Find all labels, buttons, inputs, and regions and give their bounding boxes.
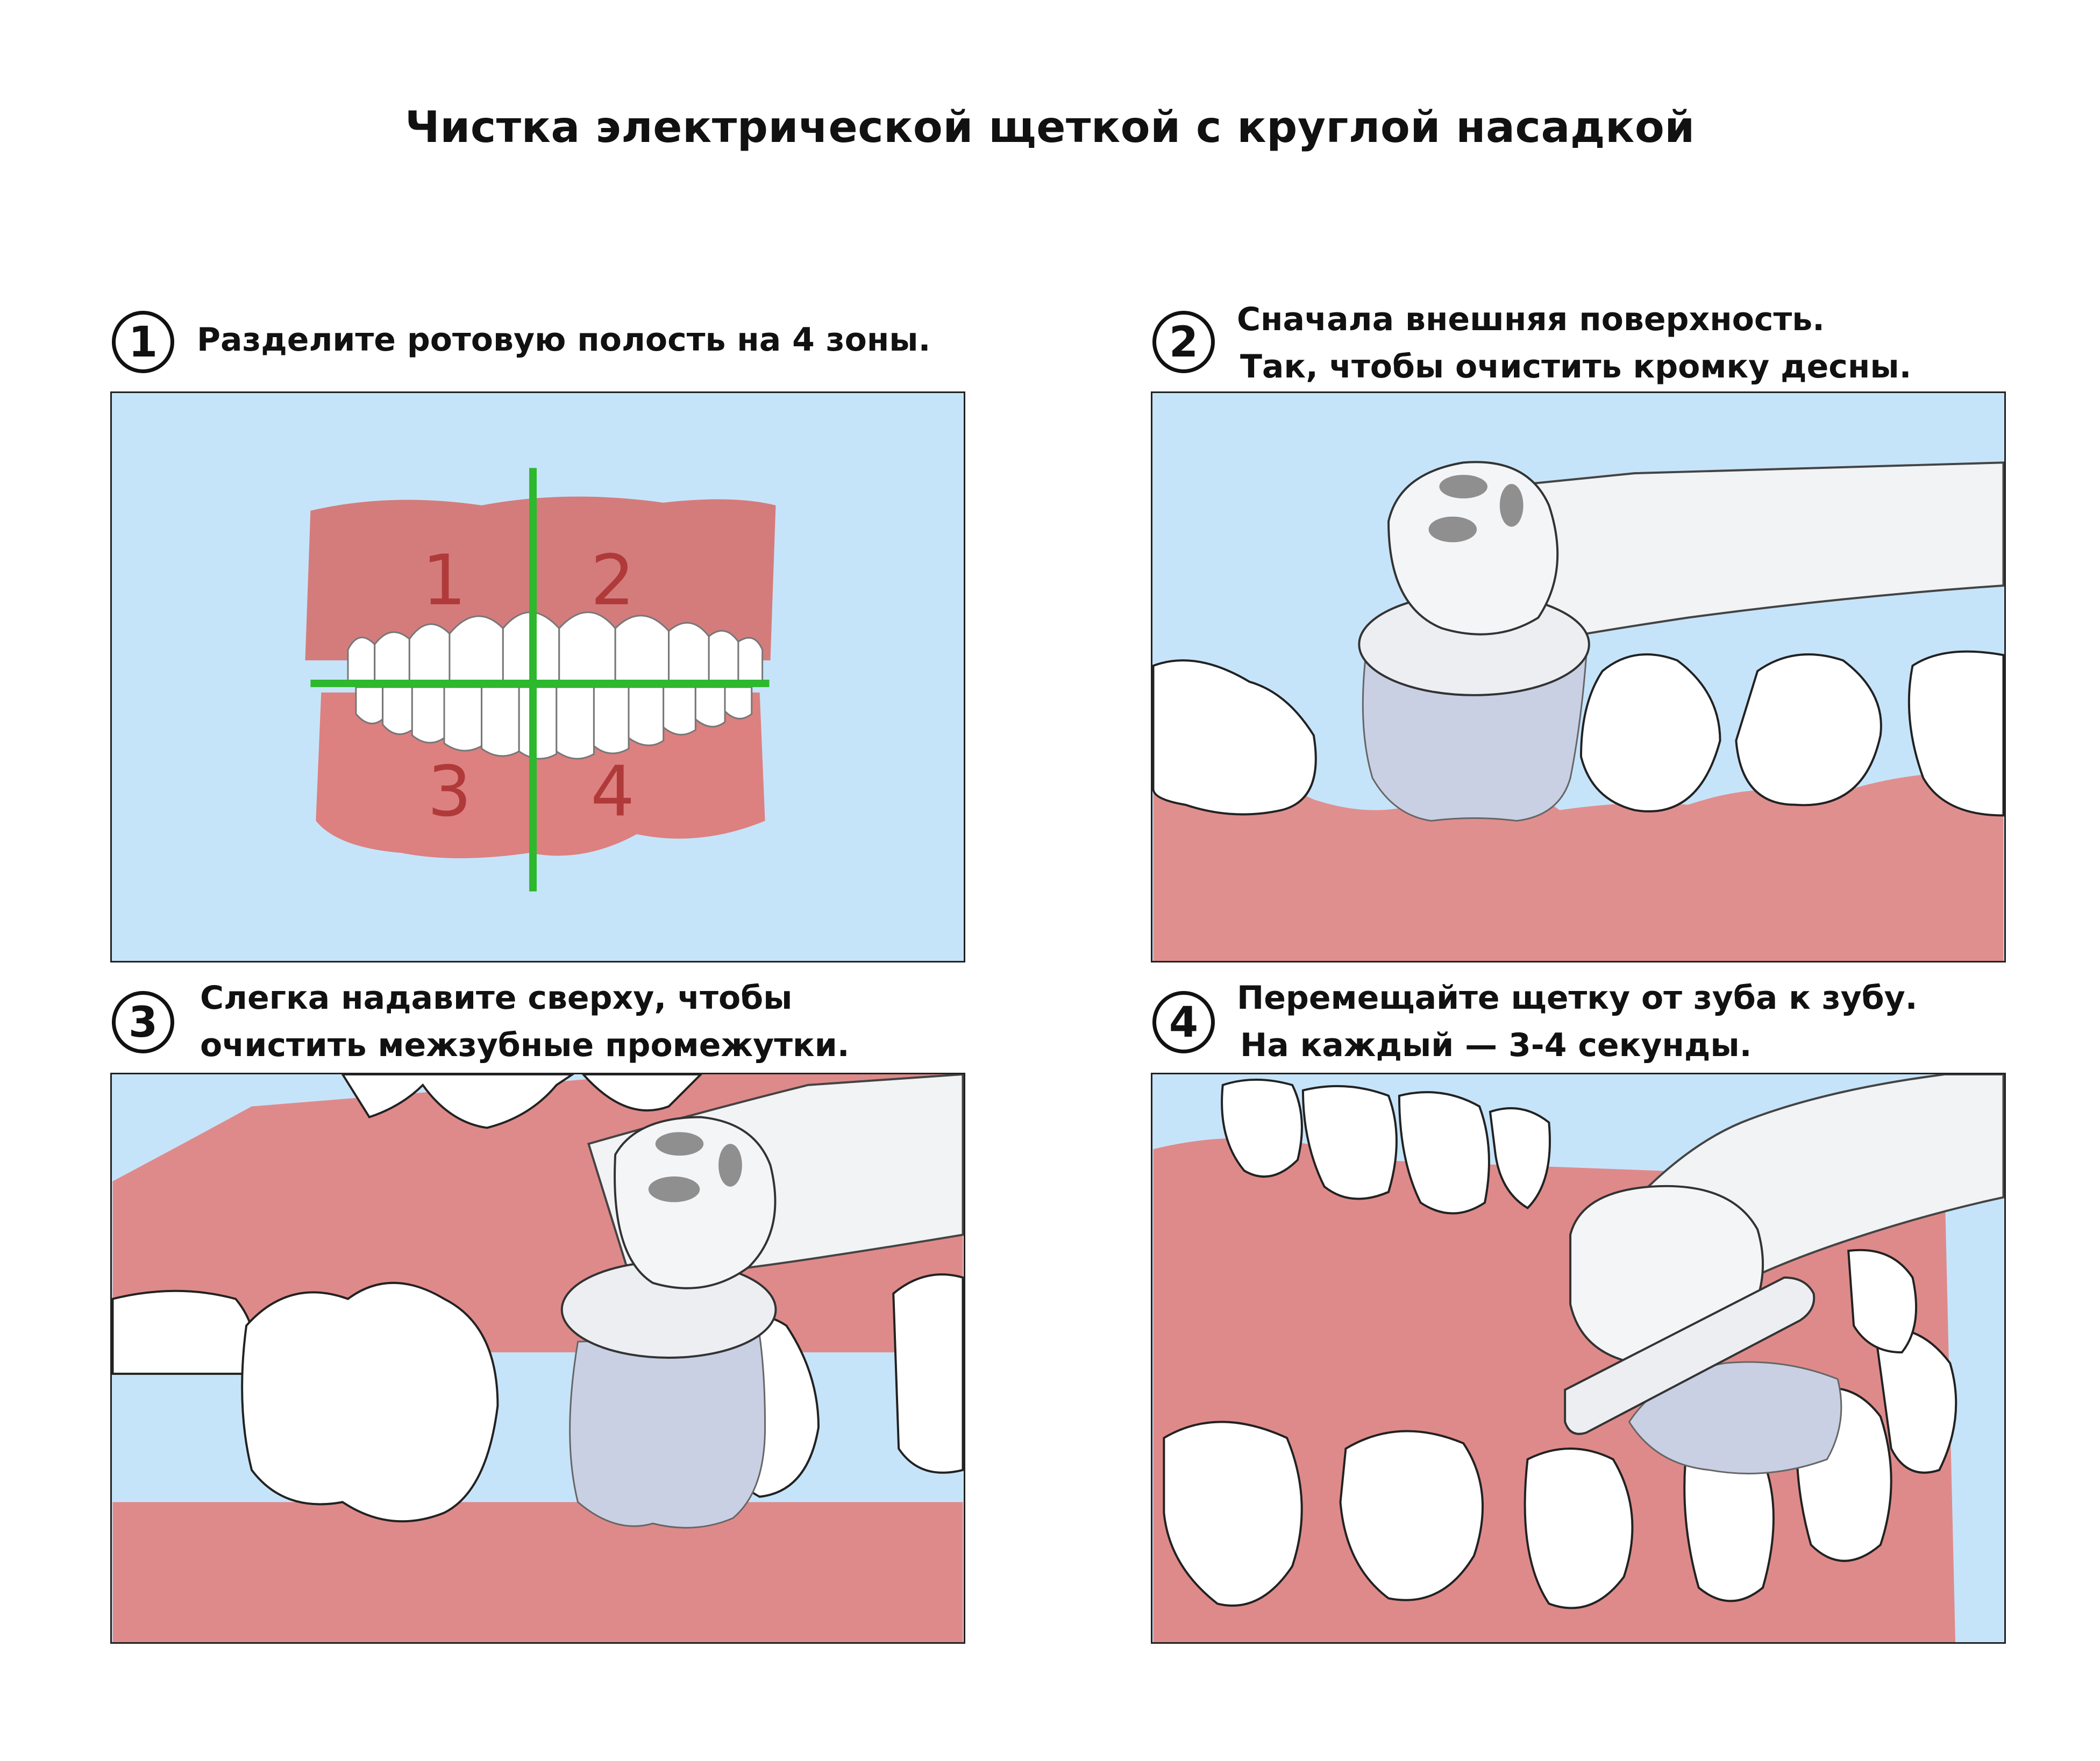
step-1-number: 1 [112,311,174,373]
step-3-number: 3 [112,991,174,1053]
tooth-to-tooth-illustration [1153,1074,2004,1642]
panel-4-tooth-to-tooth [1151,1073,2006,1644]
step-2-line-2: Так, чтобы очистить кромку десны. [1240,348,1912,386]
mouth-zones-illustration: 1 2 3 4 [305,468,776,892]
upper-teeth [347,611,764,696]
step-4-line-1: Перемещайте щетку от зуба к зубу. [1237,979,1918,1017]
step-4-number: 4 [1152,991,1215,1053]
panel-3-interdental [110,1073,965,1644]
zone-4-label: 4 [590,752,635,832]
step-2-text: Сначала внешняя поверхность. Так, чтобы … [1237,296,1911,390]
step-3-line-1: Слегка надавите сверху, чтобы [200,979,793,1017]
step-2-line-1: Сначала внешняя поверхность. [1237,301,1825,338]
zone-2-label: 2 [590,540,635,621]
brush-head-ring [1564,1276,1816,1435]
upper-gum [305,496,776,661]
step-1-text: Разделите ротовую полость на 4 зоны. [197,316,930,363]
upper-teeth [341,1074,703,1129]
zone-1-label: 1 [422,540,466,621]
step-2-number: 2 [1152,311,1215,373]
gum [1153,772,2004,961]
brush-bristles [569,1335,766,1529]
step-3-text: Слегка надавите сверху, чтобы очистить м… [200,974,850,1069]
panel-1-mouth-zones: 1 2 3 4 [110,391,965,963]
step-3-line-2: очистить межзубные промежутки. [200,1026,850,1064]
outer-surface-illustration [1152,461,2004,961]
upper-teeth [1221,1078,1551,1215]
page-title: Чистка электрической щеткой с круглой на… [405,102,1695,152]
brush-handle [1419,461,2004,646]
step-4-text: Перемещайте щетку от зуба к зубу. На каж… [1237,974,1918,1069]
zone-3-label: 3 [428,752,472,832]
interdental-illustration [112,1074,964,1642]
panel-2-outer-surface [1151,391,2006,963]
step-1-line-1: Разделите ротовую полость на 4 зоны. [197,321,931,359]
lower-gum [112,1502,963,1642]
teeth [1152,650,2004,817]
step-4-line-2: На каждый — 3-4 секунды. [1240,1026,1752,1064]
brush-head-holes [648,1132,742,1202]
lower-teeth [355,686,753,760]
brush-head-holes [1428,475,1524,543]
